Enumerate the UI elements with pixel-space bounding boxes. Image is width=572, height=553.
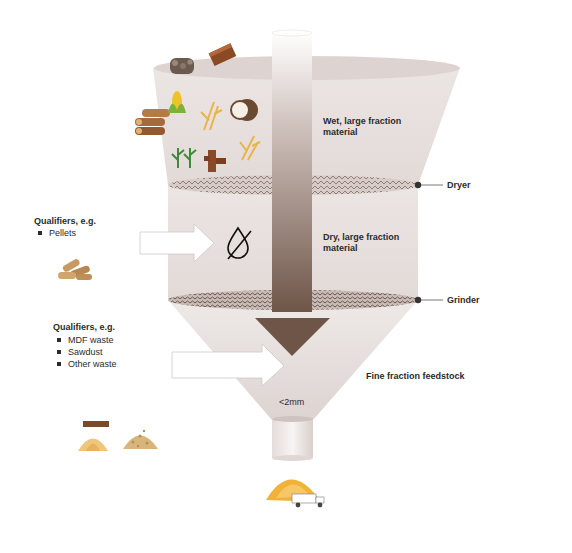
- output-label: Fine fraction feedstock: [366, 371, 516, 382]
- label-text: <2mm: [279, 397, 304, 407]
- label-text: Sawdust: [68, 347, 103, 357]
- stage-label: Dryer: [447, 180, 527, 191]
- label-text: Fine fraction feedstock: [366, 371, 465, 381]
- size-label: <2mm: [279, 397, 319, 408]
- qualifier-item: Pellets: [38, 228, 138, 239]
- label-text: Wet, large fraction material: [323, 116, 401, 137]
- bullet-square: [57, 338, 61, 342]
- qualifier-heading: Qualifiers, e.g.: [34, 216, 144, 227]
- bullet-square: [57, 362, 61, 366]
- qualifier-heading: Qualifiers, e.g.: [53, 322, 163, 333]
- qualifier-item: Sawdust: [57, 347, 157, 358]
- label-text: Dry, large fraction material: [323, 232, 399, 253]
- label-text: MDF waste: [68, 335, 114, 345]
- label-text: Grinder: [447, 295, 480, 305]
- label-text: Qualifiers, e.g.: [53, 322, 115, 332]
- zone-label: Wet, large fraction material: [323, 116, 423, 138]
- bullet-square: [57, 350, 61, 354]
- label-text: Pellets: [49, 228, 76, 238]
- qualifier-item: Other waste: [57, 359, 157, 370]
- qualifier-item: MDF waste: [57, 335, 157, 346]
- bullet-square: [38, 231, 42, 235]
- stage-label: Grinder: [447, 295, 527, 306]
- pellet-icon-top: [170, 58, 194, 74]
- label-text: Qualifiers, e.g.: [34, 216, 96, 226]
- zone-label: Dry, large fraction material: [323, 232, 423, 254]
- label-text: Other waste: [68, 359, 117, 369]
- label-text: Dryer: [447, 180, 471, 190]
